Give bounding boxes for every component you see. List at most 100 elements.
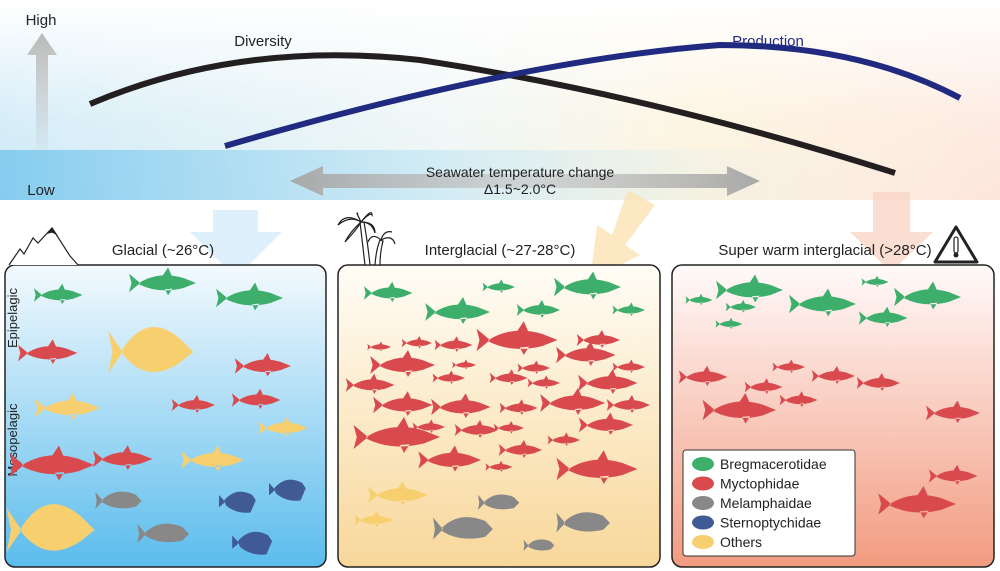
legend-swatch bbox=[692, 457, 714, 471]
bregmacerotidae-fish-icon bbox=[612, 302, 645, 316]
melamphaidae-fish-icon bbox=[433, 517, 493, 540]
fish-body bbox=[789, 288, 856, 317]
fish-body bbox=[527, 375, 560, 389]
fish-body bbox=[35, 393, 101, 420]
other-fish-icon bbox=[368, 481, 428, 506]
myctophidae-fish-icon bbox=[856, 373, 900, 391]
fish-body bbox=[370, 350, 435, 377]
fish-body bbox=[928, 464, 978, 485]
bregmacerotidae-fish-icon bbox=[425, 297, 490, 324]
fish-body bbox=[373, 391, 433, 416]
myctophidae-fish-icon bbox=[370, 350, 435, 377]
myctophidae-fish-icon bbox=[93, 445, 153, 470]
panel-title-interglacial: Interglacial (~27-28°C) bbox=[425, 242, 576, 259]
myctophidae-fish-icon bbox=[431, 393, 491, 418]
fish-body bbox=[345, 373, 395, 394]
legend-swatch bbox=[692, 476, 714, 491]
myctophidae-fish-icon bbox=[367, 341, 391, 352]
other-fish-icon bbox=[258, 416, 308, 437]
myctophidae-fish-icon bbox=[432, 370, 465, 384]
myctophidae-fish-icon bbox=[811, 366, 855, 384]
bregmacerotidae-fish-icon bbox=[216, 282, 283, 311]
bregmacerotidae-fish-icon bbox=[716, 274, 783, 303]
bregmacerotidae-fish-icon bbox=[516, 300, 560, 318]
fish-body bbox=[476, 321, 558, 355]
fish-body bbox=[516, 300, 560, 318]
myctophidae-fish-icon bbox=[489, 369, 528, 385]
fish-body bbox=[33, 283, 83, 304]
fish-body bbox=[434, 336, 473, 352]
myctophidae-fish-icon bbox=[527, 375, 560, 389]
bregmacerotidae-fish-icon bbox=[685, 293, 713, 305]
myctophidae-fish-icon bbox=[476, 321, 558, 355]
fish-body bbox=[219, 491, 256, 513]
myctophidae-fish-icon bbox=[576, 330, 620, 348]
fish-body bbox=[137, 523, 189, 543]
epipelagic-label: Epipelagic bbox=[5, 288, 20, 348]
palm-tree-icon bbox=[337, 212, 396, 266]
myctophidae-fish-icon bbox=[556, 450, 638, 484]
fish-body bbox=[485, 460, 513, 472]
fish-body bbox=[433, 517, 493, 540]
myctophidae-fish-icon bbox=[493, 421, 524, 434]
panel-title-glacial: Glacial (~26°C) bbox=[112, 242, 214, 259]
fish-body bbox=[489, 369, 528, 385]
fish-body bbox=[412, 419, 445, 433]
fish-body bbox=[499, 399, 538, 415]
myctophidae-fish-icon bbox=[702, 393, 776, 424]
melamphaidae-fish-icon bbox=[556, 512, 610, 533]
fish-body bbox=[702, 393, 776, 424]
fish-body bbox=[556, 512, 610, 533]
fish-body bbox=[715, 317, 743, 329]
myctophidae-fish-icon bbox=[412, 419, 445, 433]
fish-body bbox=[129, 267, 196, 296]
fish-body bbox=[18, 339, 78, 364]
production-curve bbox=[224, 41, 962, 149]
myctophidae-fish-icon bbox=[606, 395, 650, 413]
myctophidae-fish-icon bbox=[928, 464, 978, 485]
fish-body bbox=[482, 279, 515, 293]
myctophidae-fish-icon bbox=[578, 369, 638, 394]
axis-high-label: High bbox=[26, 12, 57, 29]
sternoptychidae-fish-icon bbox=[269, 479, 306, 501]
fish-body bbox=[401, 336, 432, 349]
fish-body bbox=[231, 388, 281, 409]
fish-body bbox=[454, 420, 498, 438]
fish-body bbox=[556, 341, 616, 366]
melamphaidae-fish-icon bbox=[95, 491, 142, 509]
fish-body bbox=[772, 359, 805, 373]
myctophidae-fish-icon bbox=[499, 399, 538, 415]
melamphaidae-fish-icon bbox=[137, 523, 189, 543]
fish-body bbox=[353, 417, 440, 453]
myctophidae-fish-icon bbox=[678, 365, 728, 386]
bregmacerotidae-fish-icon bbox=[725, 300, 756, 313]
mesopelagic-label: Mesopelagic bbox=[5, 403, 20, 476]
myctophidae-fish-icon bbox=[18, 339, 78, 364]
fish-body bbox=[811, 366, 855, 384]
fish-body bbox=[216, 282, 283, 311]
temp-change-value: Δ1.5~2.0°C bbox=[484, 181, 556, 197]
fish-body bbox=[678, 365, 728, 386]
fish-body bbox=[452, 359, 476, 370]
fish-body bbox=[95, 491, 142, 509]
fish-body bbox=[540, 388, 605, 415]
fish-body bbox=[894, 281, 961, 310]
fish-body bbox=[181, 445, 244, 472]
myctophidae-fish-icon bbox=[434, 336, 473, 352]
myctophidae-fish-icon bbox=[517, 360, 550, 374]
myctophidae-fish-icon bbox=[556, 341, 616, 366]
bregmacerotidae-fish-icon bbox=[715, 317, 743, 329]
myctophidae-fish-icon bbox=[498, 440, 542, 458]
other-fish-icon bbox=[108, 327, 194, 374]
axis-low-label: Low bbox=[27, 182, 55, 199]
myctophidae-fish-icon bbox=[234, 353, 291, 377]
fish-body bbox=[685, 293, 713, 305]
fish-body bbox=[517, 360, 550, 374]
down-arrow-icon bbox=[190, 192, 282, 278]
legend-label: Others bbox=[720, 534, 762, 550]
legend-label: Myctophidae bbox=[720, 476, 800, 492]
fish-body bbox=[269, 479, 306, 501]
legend-label: Melamphaidae bbox=[720, 495, 812, 511]
myctophidae-fish-icon bbox=[744, 378, 783, 394]
legend-swatch bbox=[692, 535, 714, 549]
